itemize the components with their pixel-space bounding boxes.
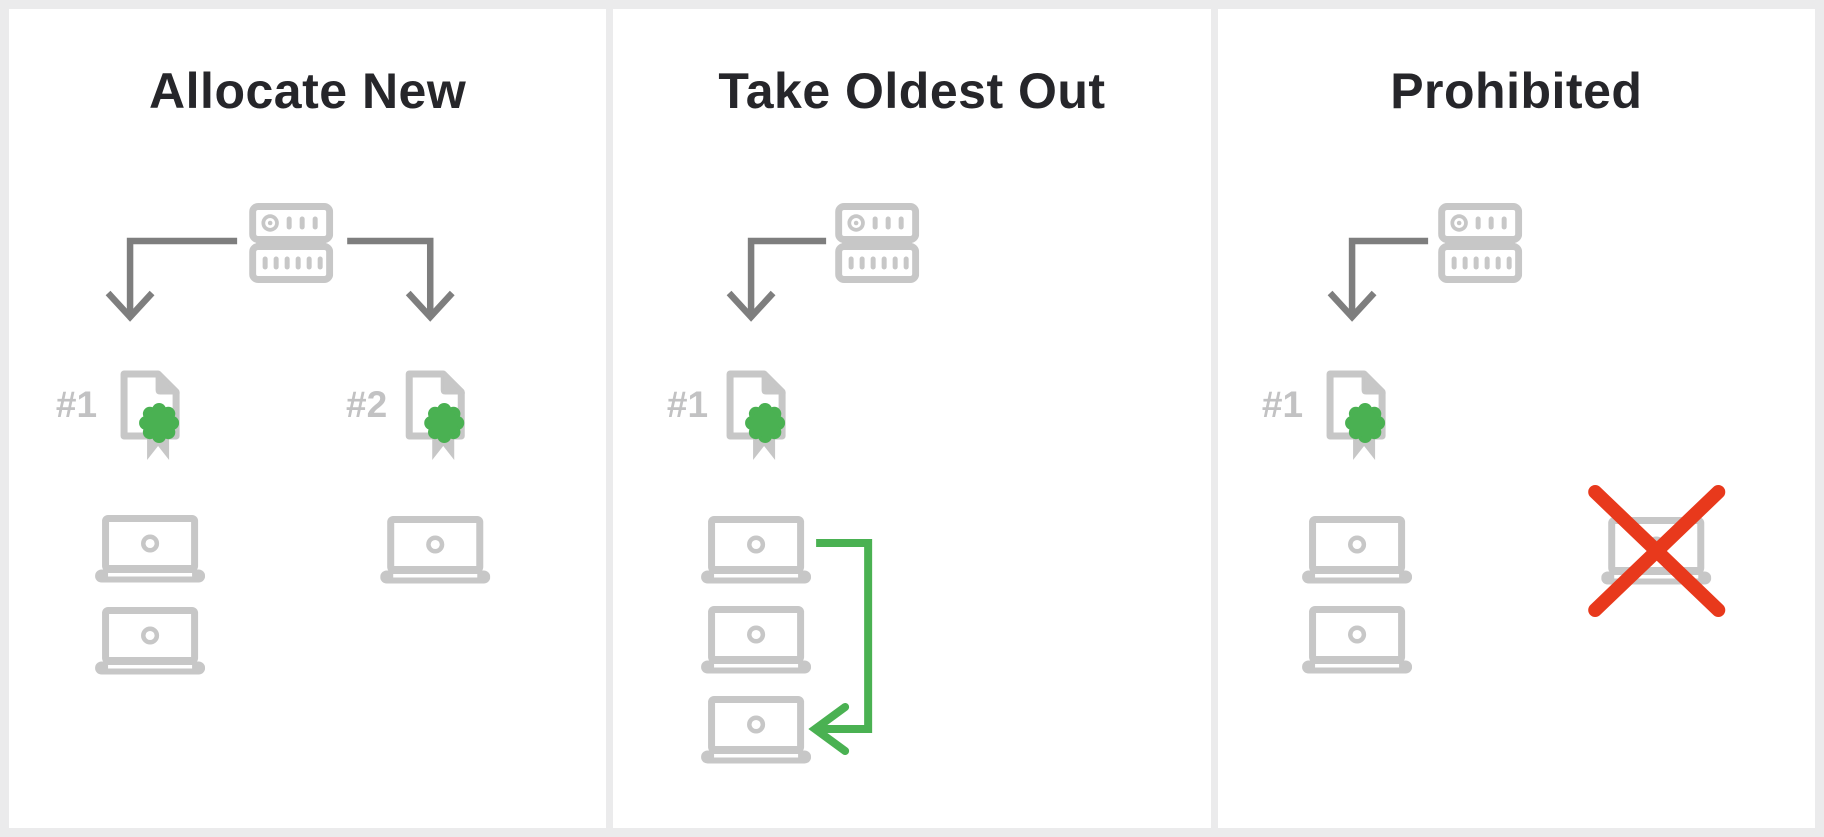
prohibited-x-icon	[1587, 485, 1725, 617]
rosette-seal-icon	[1344, 403, 1385, 443]
laptop-icon	[95, 611, 205, 675]
server-icon	[253, 207, 330, 280]
laptop-icon	[1302, 610, 1412, 674]
license-label: #1	[667, 383, 708, 425]
panel-allocate-new-art: #1 #2	[56, 9, 606, 828]
laptop-icon	[701, 700, 811, 764]
down-left-arrow-icon	[1327, 237, 1428, 322]
rosette-seal-icon	[139, 403, 180, 443]
license-certificate-2: #2	[346, 372, 464, 460]
license-certificate-1: #1	[56, 372, 179, 460]
rosette-seal-icon	[424, 403, 465, 443]
recycle-arrow-icon	[808, 539, 873, 755]
down-right-arrow-icon	[347, 237, 455, 322]
panel-title: Take Oldest Out	[718, 63, 1106, 119]
license-label: #1	[1262, 383, 1303, 425]
server-icon	[1441, 207, 1518, 280]
panel-title: Allocate New	[149, 63, 467, 119]
panel-title: Prohibited	[1390, 63, 1643, 119]
down-left-arrow-icon	[105, 237, 238, 322]
panel-take-oldest-out: Take Oldest Out #1	[613, 9, 1211, 828]
down-left-arrow-icon	[726, 237, 827, 322]
laptop-icon	[95, 519, 205, 583]
laptop-icon	[701, 520, 811, 584]
server-icon	[839, 207, 916, 280]
rosette-seal-icon	[745, 403, 786, 443]
license-certificate-1: #1	[1262, 372, 1385, 460]
laptop-icon	[1302, 520, 1412, 584]
license-label: #1	[56, 383, 97, 425]
panel-allocate-new: Allocate New #1 #2	[9, 9, 607, 828]
license-label: #2	[346, 383, 387, 425]
laptop-icon	[701, 610, 811, 674]
panel-prohibited: Prohibited #1	[1217, 9, 1815, 828]
license-certificate-1: #1	[667, 372, 785, 460]
laptop-icon	[380, 520, 490, 584]
panel-prohibited-art: #1	[1262, 9, 1725, 828]
panel-take-oldest-out-art: #1	[667, 9, 1210, 828]
